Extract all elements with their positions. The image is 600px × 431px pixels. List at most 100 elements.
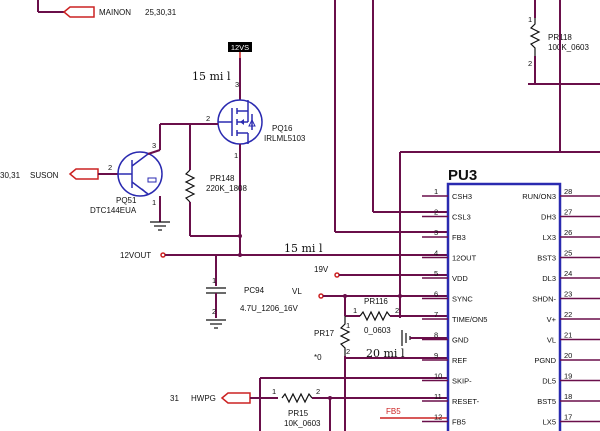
pq51-pin1: 1 [152, 198, 156, 207]
pu3-left-pin-number: 7 [434, 310, 438, 319]
pr15-pin1: 1 [272, 387, 276, 396]
mainon-offpage-connector [62, 6, 95, 18]
v12s-label: 12VS [231, 43, 249, 52]
pu3-left-pin-name: FB3 [452, 233, 466, 242]
pu3-ref: PU3 [448, 167, 477, 184]
pr15-pin2: 2 [316, 387, 320, 396]
fb5-net-label: FB5 [386, 407, 401, 416]
pu3-right-pin-number: 21 [564, 331, 572, 340]
trace-width-note-b: 15 mi l [284, 242, 323, 255]
pr17-pin2: 2 [346, 347, 350, 356]
pu3-left-pin-number: 10 [434, 372, 442, 381]
ground-symbol-pq51 [150, 221, 170, 231]
pu3-left-pin-number: 5 [434, 269, 438, 278]
pu3-ic: PU3 1CSH32CSL33FB3412OUT5VDD6SYNC7TIME/O… [422, 167, 600, 431]
pu3-right-pin-name: DL3 [542, 274, 556, 283]
hwpg-label: HWPG [191, 394, 216, 403]
hwpg-ref: 31 [170, 394, 179, 403]
pu3-body [446, 182, 562, 431]
pu3-left-pin-name: 12OUT [452, 254, 477, 263]
pr116-ref: PR116 [364, 297, 388, 306]
pq16-pin1: 1 [234, 151, 238, 160]
pc94-pin2: 2 [212, 307, 216, 316]
pr116-pin2: 2 [395, 306, 399, 315]
pq51-pin2: 2 [108, 163, 112, 172]
pu3-left-pin-number: 12 [434, 413, 442, 422]
hwpg-net: 31 HWPG [170, 392, 278, 404]
suson-label: SUSON [30, 171, 59, 180]
mainon-refs: 25,30,31 [145, 8, 177, 17]
pr118-pin1: 1 [528, 15, 532, 24]
hwpg-offpage-connector [220, 392, 251, 404]
pu3-left-pin-number: 3 [434, 228, 438, 237]
pr116-pin1: 1 [353, 306, 357, 315]
pq16-mosfet [217, 99, 263, 145]
pu3-left-pin-number: 8 [434, 331, 438, 340]
pq16-ref: PQ16 [272, 124, 293, 133]
ground-symbol-pin8 [401, 330, 448, 346]
suson-net: 30,31 SUSON [0, 168, 118, 180]
pu3-left-pin-name: CSL3 [452, 213, 471, 222]
pu3-right-pin-number: 25 [564, 249, 572, 258]
pr118-value: 100K_0603 [548, 43, 589, 52]
pq51-value: DTC144EUA [90, 206, 137, 215]
pu3-left-pin-name: REF [452, 356, 467, 365]
net-12vs-flag: 12VS [228, 42, 252, 58]
pr15-resistor [281, 392, 313, 404]
pu3-left-pin-number: 1 [434, 187, 438, 196]
pu3-right-pin-number: 24 [564, 269, 572, 278]
pr148-ref: PR148 [210, 174, 235, 183]
junction-12vout [238, 253, 242, 257]
pu3-right-pin-number: 18 [564, 392, 572, 401]
pu3-right-pin-name: BST5 [537, 397, 556, 406]
pr118-pin2: 2 [528, 59, 532, 68]
pu3-left-pin-number: 2 [434, 208, 438, 217]
pu3-right-pin-name: LX5 [543, 418, 556, 427]
pq51-transistor [117, 151, 163, 197]
pq16-pin3: 3 [235, 80, 239, 89]
trace-width-note-a: 15 mi l [192, 70, 231, 83]
pr15-ref: PR15 [288, 409, 309, 418]
pu3-left-pin-name: SYNC [452, 295, 473, 304]
pu3-right-pin-number: 26 [564, 228, 572, 237]
pr118-resistor [529, 18, 541, 56]
pu3-right-pin-name: PGND [534, 356, 556, 365]
pu3-left-pin-name: CSH3 [452, 192, 472, 201]
pu3-left-pin-number: 11 [434, 392, 442, 401]
pr148-value: 220K_1808 [206, 184, 247, 193]
pu3-right-pin-number: 28 [564, 187, 572, 196]
pu3-left-pin-name: GND [452, 336, 469, 345]
pc94-value: 4.7U_1206_16V [240, 304, 298, 313]
pu3-left-pin-name: FB5 [452, 418, 466, 427]
pu3-right-pin-number: 27 [564, 208, 572, 217]
pu3-left-pin-number: 9 [434, 351, 438, 360]
pu3-left-pin-number: 6 [434, 290, 438, 299]
suson-refs: 30,31 [0, 171, 21, 180]
pr17-pin1: 1 [346, 321, 350, 330]
pr116-value: 0_0603 [364, 326, 391, 335]
pu3-right-pin-name: VL [547, 336, 556, 345]
pq16-pin2: 2 [206, 114, 210, 123]
v19-net: 19V [314, 265, 448, 278]
pu3-right-pin-name: RUN/ON3 [522, 192, 556, 201]
junction-reset [328, 396, 332, 400]
pq51-pin3: 3 [152, 141, 156, 150]
pu3-left-pin-name: RESET- [452, 397, 480, 406]
pu3-left-pin-name: TIME/ON5 [452, 315, 487, 324]
pu3-right-pin-number: 22 [564, 310, 572, 319]
v19-label: 19V [314, 265, 329, 274]
pc94-pin1: 1 [212, 276, 216, 285]
vl-label: VL [292, 287, 302, 296]
ground-symbol-pc94 [206, 319, 226, 329]
mainon-label: MAINON [99, 8, 131, 17]
junction-pr148 [238, 234, 242, 238]
trace-width-note-c: 20 mi l [366, 347, 405, 360]
suson-offpage-connector [68, 168, 99, 180]
pc94-capacitor [206, 287, 226, 294]
pq51-ref: PQ51 [116, 196, 137, 205]
mainon-net: MAINON 25,30,31 [37, 0, 177, 18]
pu3-right-pin-name: V+ [547, 315, 557, 324]
pu3-right-pin-name: DL5 [542, 377, 556, 386]
star-net: *0 [314, 353, 322, 362]
